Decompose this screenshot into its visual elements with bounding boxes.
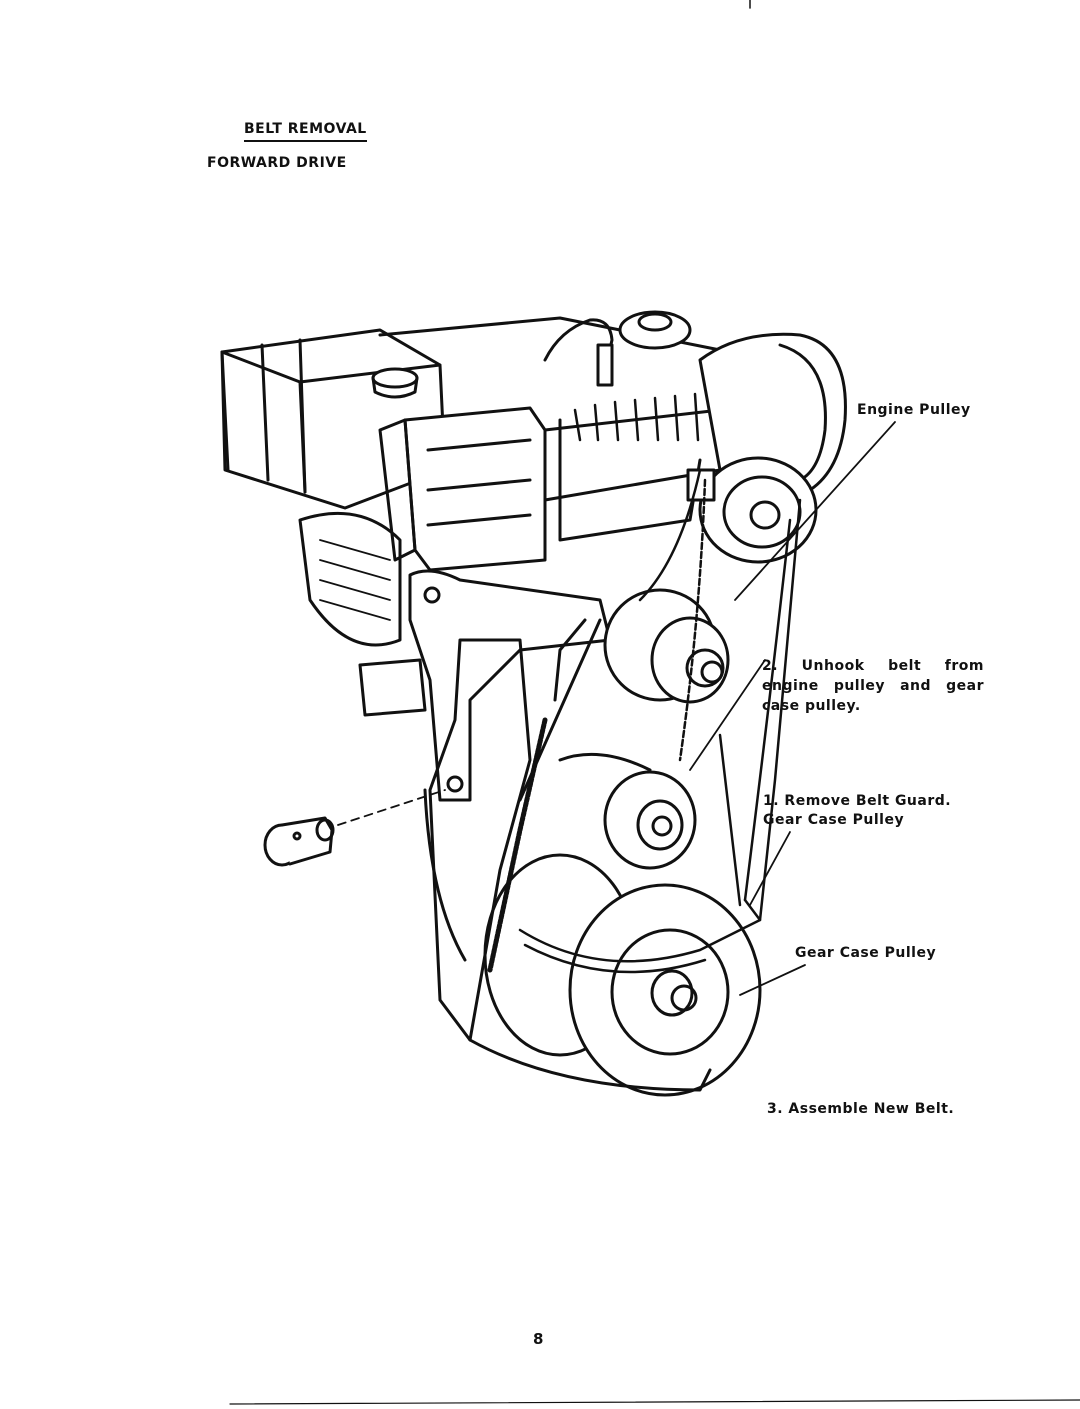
gear-case-housing [423,638,532,1042]
dashed-guide-line [337,789,446,826]
step-2-instruction: 2. Unhook belt from engine pulley and ge… [762,658,984,714]
tension-spring [487,618,602,973]
diagram-subtitle: FORWARD DRIVE [207,155,347,171]
bracket-bolt [446,775,464,793]
drive-belt [638,468,802,922]
muffler [698,332,847,492]
leader-lines [689,421,896,996]
gear-case-pulley-label: Gear Case Pulley [795,945,937,961]
gear-case-pulley [468,853,762,1097]
step-3-instruction: 3. Assemble New Belt. [767,1101,955,1117]
middle-pulley [603,588,730,704]
lower-pulley [558,752,697,870]
detached-pin [263,816,335,867]
step-1-gear-case-label: Gear Case Pulley [763,812,905,828]
spark-plug [543,310,692,387]
bottom-rule [229,1399,1080,1405]
engine-pulley-label: Engine Pulley [857,402,971,418]
mounting-bracket [358,569,612,802]
step-1-instruction: 1. Remove Belt Guard. [763,793,952,809]
diagram-title: BELT REMOVAL [244,121,367,142]
air-cleaner [378,406,547,572]
page-number: 8 [533,1330,544,1348]
belt-guard-wire [518,733,762,974]
